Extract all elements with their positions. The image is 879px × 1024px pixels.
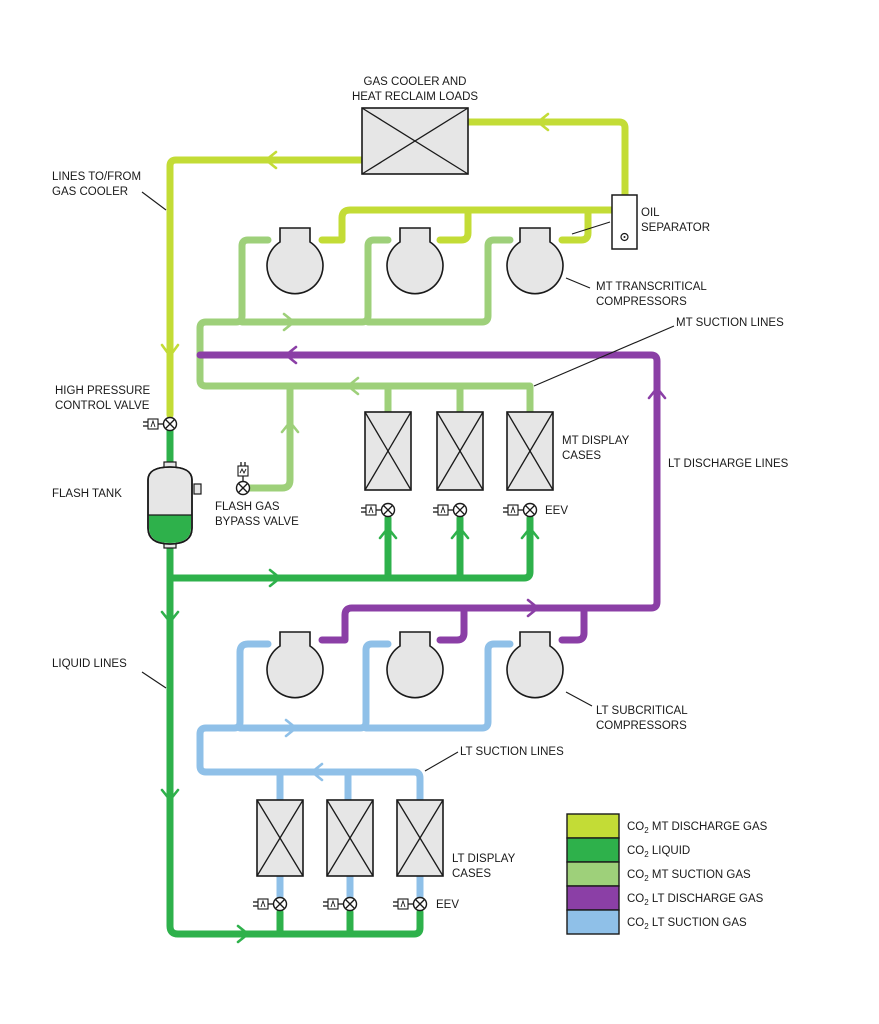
arrow-up <box>520 526 540 540</box>
legend-item: CO2 LIQUID <box>566 837 690 863</box>
legend-swatch <box>566 885 620 911</box>
arrow-left <box>264 150 278 170</box>
legend-swatch <box>566 837 620 863</box>
hpcv-label-line2: CONTROL VALVE <box>55 400 150 412</box>
mt-display-cases-label-line1: MT DISPLAY <box>562 435 630 447</box>
valve-actuator-icon <box>253 898 274 910</box>
liquid-lines-label: LIQUID LINES <box>52 658 127 670</box>
mt-display-case <box>506 411 554 491</box>
lines-gas-cooler-label-line2: GAS COOLER <box>52 186 128 198</box>
legend-label: CO2 MT SUCTION GAS <box>627 869 751 883</box>
arrow-left <box>310 762 324 782</box>
flash-tank-label: FLASH TANK <box>52 488 122 500</box>
arrow-down <box>160 343 180 358</box>
mt-compressors-label-line1: MT TRANSCRITICAL <box>596 281 707 293</box>
valve-actuator-icon <box>237 462 249 482</box>
mt-display-case <box>436 411 484 491</box>
arrow-right <box>284 718 298 738</box>
lt-eev-valve <box>323 896 358 912</box>
flash-gas-bypass-label-line1: FLASH GAS <box>215 501 280 513</box>
lines-gas-cooler-label-line1: LINES TO/FROM <box>52 171 141 183</box>
legend: CO2 MT DISCHARGE GAS CO2 LIQUID CO2 MT SUC… <box>566 813 768 935</box>
lt-suction-lines <box>196 640 514 900</box>
arrow-down <box>160 788 180 802</box>
mt-eev-valve <box>503 502 538 518</box>
arrow-up <box>450 526 470 540</box>
flash-gas-bypass-valve <box>235 462 251 496</box>
arrow-right <box>236 924 250 944</box>
lt-compressors-label-line2: COMPRESSORS <box>596 720 687 732</box>
arrow-left <box>284 345 298 365</box>
legend-item: CO2 MT DISCHARGE GAS <box>566 813 768 839</box>
high-pressure-control-valve <box>143 416 178 432</box>
mt-suction-lines <box>196 236 534 492</box>
legend-swatch <box>566 861 620 887</box>
lt-display-case <box>396 799 444 877</box>
oil-separator-label-line2: SEPARATOR <box>641 222 710 234</box>
mt-suction-lines-label: MT SUCTION LINES <box>676 317 784 329</box>
legend-item: CO2 LT DISCHARGE GAS <box>566 885 764 911</box>
lt-suction-lines-label: LT SUCTION LINES <box>460 746 564 758</box>
lt-display-case <box>326 799 374 877</box>
legend-label: CO2 LT DISCHARGE GAS <box>627 893 764 907</box>
mt-eev-valve <box>433 502 468 518</box>
lt-display-cases-label-line1: LT DISPLAY <box>452 853 516 865</box>
arrow-up <box>378 526 398 540</box>
valve-actuator-icon <box>503 504 524 516</box>
arrow-left <box>536 112 550 132</box>
legend-item: CO2 LT SUCTION GAS <box>566 909 747 935</box>
valve-actuator-icon <box>433 504 454 516</box>
arrow-left <box>346 376 360 396</box>
valve-actuator-icon <box>361 504 382 516</box>
mt-compressor <box>386 227 444 295</box>
valve-actuator-icon <box>143 418 164 430</box>
legend-swatch <box>566 813 620 839</box>
lt-discharge-lines <box>196 351 661 644</box>
mt-compressors-label-line2: COMPRESSORS <box>596 296 687 308</box>
lt-compressor <box>386 631 444 699</box>
mt-discharge-lines <box>166 118 629 419</box>
mt-compressor <box>266 227 324 295</box>
mt-eev-label: EEV <box>545 505 568 517</box>
lt-compressors-label-line1: LT SUBCRITICAL <box>596 705 688 717</box>
oil-separator <box>611 194 638 250</box>
legend-label: CO2 MT DISCHARGE GAS <box>627 821 768 835</box>
valve-actuator-icon <box>323 898 344 910</box>
lt-discharge-lines-label: LT DISCHARGE LINES <box>668 458 789 470</box>
hpcv-label-line1: HIGH PRESSURE <box>55 385 151 397</box>
lt-eev-valve <box>393 896 428 912</box>
gas-cooler-label-line2: HEAT RECLAIM LOADS <box>352 91 478 103</box>
arrow-down <box>160 610 180 624</box>
legend-label: CO2 LT SUCTION GAS <box>627 917 747 931</box>
flash-gas-bypass-label-line2: BYPASS VALVE <box>215 516 299 528</box>
labels: GAS COOLER AND HEAT RECLAIM LOADS LINES … <box>52 76 789 911</box>
mt-compressor <box>506 227 564 295</box>
arrow-right <box>268 568 282 588</box>
lt-compressor <box>266 631 324 699</box>
lt-compressor <box>506 631 564 699</box>
gas-cooler <box>361 107 469 175</box>
flash-tank <box>147 461 202 549</box>
legend-item: CO2 MT SUCTION GAS <box>566 861 751 887</box>
flow-arrows <box>160 112 667 944</box>
arrow-right <box>526 598 540 618</box>
lt-display-cases-label-line2: CASES <box>452 868 491 880</box>
valves <box>143 416 538 912</box>
gas-cooler-label-line1: GAS COOLER AND <box>364 76 467 88</box>
oil-separator-label-line1: OIL <box>641 207 660 219</box>
mt-eev-valve <box>361 502 396 518</box>
arrow-up <box>647 386 667 400</box>
leader-lines <box>141 191 675 772</box>
lt-display-case <box>256 799 304 877</box>
mt-display-cases-label-line2: CASES <box>562 450 601 462</box>
arrow-right <box>282 312 296 332</box>
lt-eev-label: EEV <box>436 899 459 911</box>
legend-swatch <box>566 909 620 935</box>
arrow-up <box>280 420 300 434</box>
mt-display-case <box>364 411 412 491</box>
lt-eev-valve <box>253 896 288 912</box>
valve-actuator-icon <box>393 898 414 910</box>
legend-label: CO2 LIQUID <box>627 845 690 859</box>
